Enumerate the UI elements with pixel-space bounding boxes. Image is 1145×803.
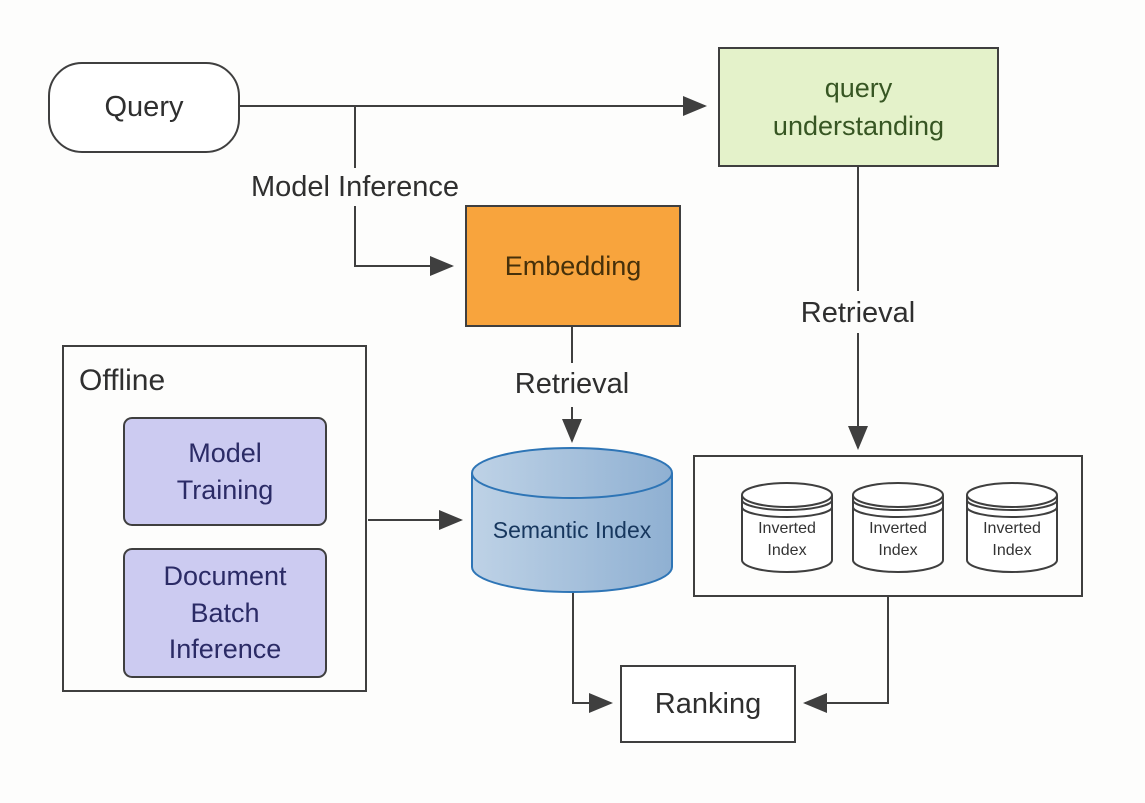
document-batch-inference-label: Document Batch Inference (163, 561, 287, 665)
inverted-index-label: Inverted Index (853, 512, 943, 568)
retrieval-label-inverted: Retrieval (800, 297, 916, 329)
embedding-label: Embedding (504, 250, 642, 281)
model-training-node: Model Training (123, 417, 327, 526)
inverted-index-label: Inverted Index (967, 512, 1057, 568)
inverted-index-cylinder (741, 482, 833, 573)
inverted-index-label: Inverted Index (742, 512, 832, 568)
inverted-index-label-text: Inverted Index (758, 520, 816, 559)
semantic-index-label: Semantic Index (492, 516, 652, 543)
query-understanding-node: query understanding (718, 47, 999, 167)
model-inference-label: Model Inference (251, 171, 459, 203)
query-node: Query (48, 62, 240, 153)
edge-model-inference-to-embedding (354, 206, 454, 276)
embedding-node: Embedding (465, 205, 681, 327)
offline-label: Offline (79, 364, 166, 397)
edge-semantic-index-to-ranking (572, 592, 613, 713)
query-understanding-label: query understanding (772, 72, 945, 141)
ranking-node: Ranking (620, 665, 796, 743)
query-label: Query (104, 91, 184, 123)
semantic-index-cylinder (471, 447, 673, 593)
document-batch-inference-node: Document Batch Inference (123, 548, 327, 678)
ranking-label: Ranking (654, 687, 762, 720)
inverted-index-cylinder (852, 482, 944, 573)
inverted-index-label-text: Inverted Index (983, 520, 1041, 559)
inverted-index-group (693, 455, 1083, 597)
retrieval-label-semantic: Retrieval (514, 368, 630, 400)
edge-inverted-index-to-ranking (803, 597, 889, 713)
inverted-index-label-text: Inverted Index (869, 520, 927, 559)
offline-group (62, 345, 367, 692)
model-training-label: Model Training (176, 438, 274, 505)
inverted-index-cylinder (966, 482, 1058, 573)
